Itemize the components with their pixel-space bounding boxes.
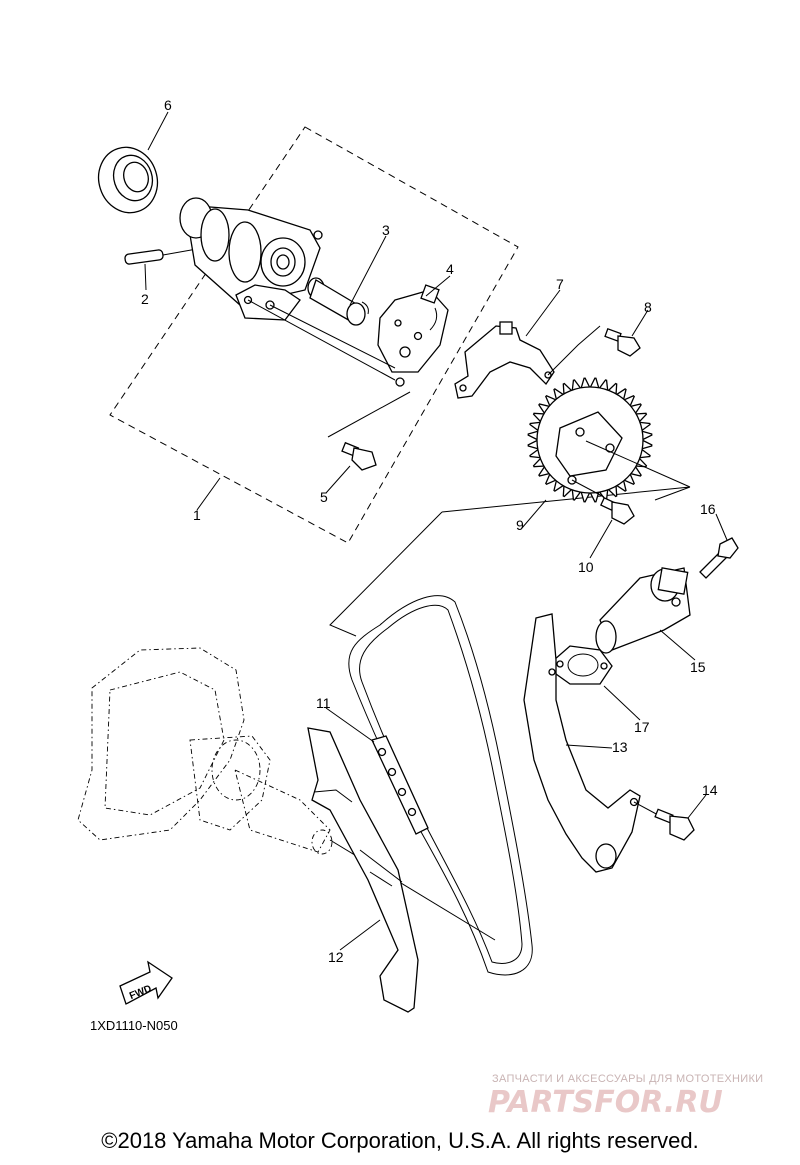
bolt-part-5 — [327, 391, 411, 471]
bolt-part-16 — [699, 537, 739, 579]
bolt-part-14 — [633, 801, 695, 841]
callout-9: 9 — [516, 517, 524, 533]
tensioner-guide-part — [523, 613, 641, 873]
sprocket-boundary — [329, 486, 691, 637]
fwd-arrow-icon: FWD — [119, 960, 173, 1005]
copyright-text: ©2018 Yamaha Motor Corporation, U.S.A. A… — [101, 1128, 699, 1153]
callout-17: 17 — [634, 719, 650, 735]
callout-6: 6 — [164, 97, 172, 113]
diagram-code: 1XD1110-N050 — [90, 1018, 178, 1033]
gasket-part — [553, 645, 613, 685]
callout-11: 11 — [316, 695, 331, 711]
callout-7: 7 — [556, 276, 564, 292]
bolt-part-8 — [604, 328, 641, 357]
callout-4: 4 — [446, 261, 454, 277]
camshaft-part — [179, 197, 323, 321]
callout-3: 3 — [382, 222, 390, 238]
chain-guide-intake-part — [307, 727, 419, 1013]
crankshaft-ghost — [77, 647, 333, 855]
assembly-boundary — [109, 126, 519, 544]
cam-sprocket-part — [527, 377, 653, 503]
callout-14: 14 — [702, 782, 718, 798]
callout-10: 10 — [578, 559, 594, 575]
bearing-part — [97, 146, 159, 214]
chain-tensioner-part — [595, 567, 691, 654]
decompressor-shaft-part — [307, 277, 369, 326]
callout-12: 12 — [328, 949, 344, 965]
callout-2: 2 — [141, 291, 149, 307]
callout-16: 16 — [700, 501, 716, 517]
callout-13: 13 — [612, 739, 628, 755]
watermark-logo: PARTSFOR.RU — [488, 1085, 723, 1120]
chain-guide-part — [371, 735, 429, 835]
plate-part — [454, 321, 555, 399]
timing-chain-part — [348, 595, 533, 976]
watermark-tagline: ЗАПЧАСТИ И АКСЕССУАРЫ ДЛЯ МОТОТЕХНИКИ — [492, 1073, 763, 1085]
bolt-part-10 — [600, 496, 635, 525]
callout-1: 1 — [193, 507, 201, 523]
decompressor-lever-part — [377, 284, 449, 373]
callout-15: 15 — [690, 659, 706, 675]
callout-8: 8 — [644, 299, 652, 315]
callout-5: 5 — [320, 489, 328, 505]
